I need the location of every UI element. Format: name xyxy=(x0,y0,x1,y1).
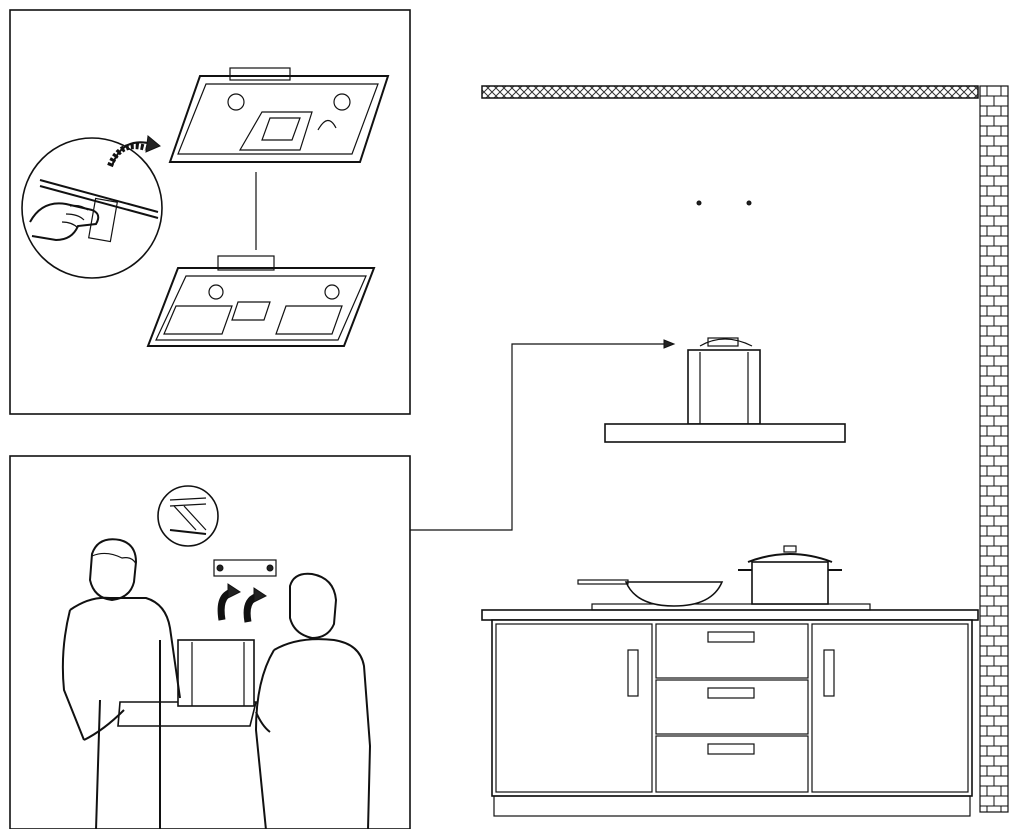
hood-underside-bottom xyxy=(146,255,376,347)
rotate-arrow-head xyxy=(145,135,161,153)
person-right-body xyxy=(254,638,372,829)
drawer-bottom xyxy=(655,735,809,793)
bracket-detail-magnifier xyxy=(157,485,219,547)
base-cabinet xyxy=(491,619,973,817)
wok-icon xyxy=(577,579,724,607)
drawer-top xyxy=(655,623,809,679)
person-right xyxy=(254,572,372,829)
magnifier-circle xyxy=(21,137,163,279)
screw-hole-right xyxy=(746,200,752,206)
wall-bracket xyxy=(213,559,277,577)
drawer-middle xyxy=(655,679,809,735)
screw-hole-left xyxy=(696,200,702,206)
person-left xyxy=(61,538,181,829)
left-cabinet-door xyxy=(495,623,653,793)
team-lift-panel xyxy=(9,455,411,829)
ceiling xyxy=(481,85,979,99)
connector-arrow xyxy=(410,343,664,531)
filter-removal-panel xyxy=(9,9,411,415)
brick-wall xyxy=(979,85,1009,813)
right-cabinet-door xyxy=(811,623,969,793)
kitchen-install-scene xyxy=(481,85,1009,817)
person-left-head xyxy=(88,538,138,602)
countertop xyxy=(481,609,979,621)
detail-magnifier xyxy=(21,137,163,279)
left-door-handle xyxy=(627,649,639,697)
lifted-hood xyxy=(117,639,258,727)
installed-hood xyxy=(604,337,846,443)
stock-pot-icon xyxy=(738,545,842,605)
cooktop xyxy=(591,603,871,611)
person-right-head xyxy=(289,572,338,640)
hand-icon xyxy=(29,202,100,242)
right-door-handle xyxy=(823,649,835,697)
hood-underside-top xyxy=(168,67,390,163)
person-left-body xyxy=(61,596,181,829)
